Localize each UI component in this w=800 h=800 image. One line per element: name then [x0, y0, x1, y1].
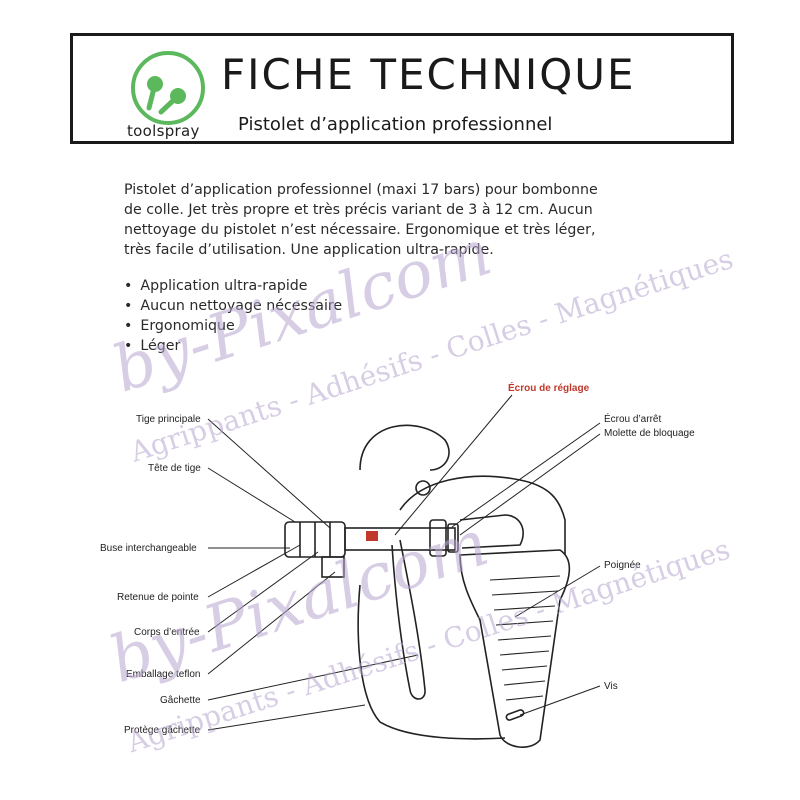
- feature-item: Ergonomique: [124, 316, 342, 336]
- intro-line: Pistolet d’application professionnel (ma…: [124, 182, 598, 198]
- label-corps: Corps d’entrée: [134, 627, 200, 638]
- feature-item: Léger: [124, 336, 342, 356]
- feature-list: Application ultra-rapide Aucun nettoyage…: [124, 276, 342, 356]
- intro-paragraph: Pistolet d’application professionnel (ma…: [124, 180, 684, 260]
- label-emballage: Emballage teflon: [126, 669, 201, 680]
- page-subtitle: Pistolet d’application professionnel: [238, 114, 553, 135]
- label-retenue: Retenue de pointe: [117, 592, 199, 603]
- label-buse: Buse interchangeable: [100, 543, 197, 554]
- feature-item: Aucun nettoyage nécessaire: [124, 296, 342, 316]
- intro-line: de colle. Jet très propre et très précis…: [124, 202, 593, 218]
- label-vis: Vis: [604, 681, 618, 692]
- intro-line: nettoyage du pistolet n’est nécessaire. …: [124, 222, 596, 238]
- label-ecrou-arret: Écrou d’arrêt: [604, 412, 661, 425]
- header-box: toolspray FICHE TECHNIQUE Pistolet d’app…: [70, 33, 734, 144]
- label-protege: Protège gâchette: [124, 725, 201, 736]
- feature-item: Application ultra-rapide: [124, 276, 342, 296]
- label-tige-principale: Tige principale: [136, 414, 201, 425]
- logo-text: toolspray: [127, 122, 200, 140]
- label-ecrou-reglage: Écrou de réglage: [508, 381, 590, 394]
- label-molette: Molette de bloquage: [604, 428, 695, 439]
- label-poignee: Poignée: [604, 560, 641, 571]
- label-tete-de-tige: Tête de tige: [148, 463, 201, 474]
- leader-lines: [207, 394, 601, 731]
- adjustment-nut-highlight: [366, 531, 378, 541]
- page-title: FICHE TECHNIQUE: [221, 50, 636, 99]
- toolspray-logo: [131, 51, 205, 125]
- spray-gun-drawing: [284, 424, 571, 748]
- label-gachette: Gâchette: [160, 695, 201, 706]
- intro-line: très facile d’utilisation. Une applicati…: [124, 242, 494, 258]
